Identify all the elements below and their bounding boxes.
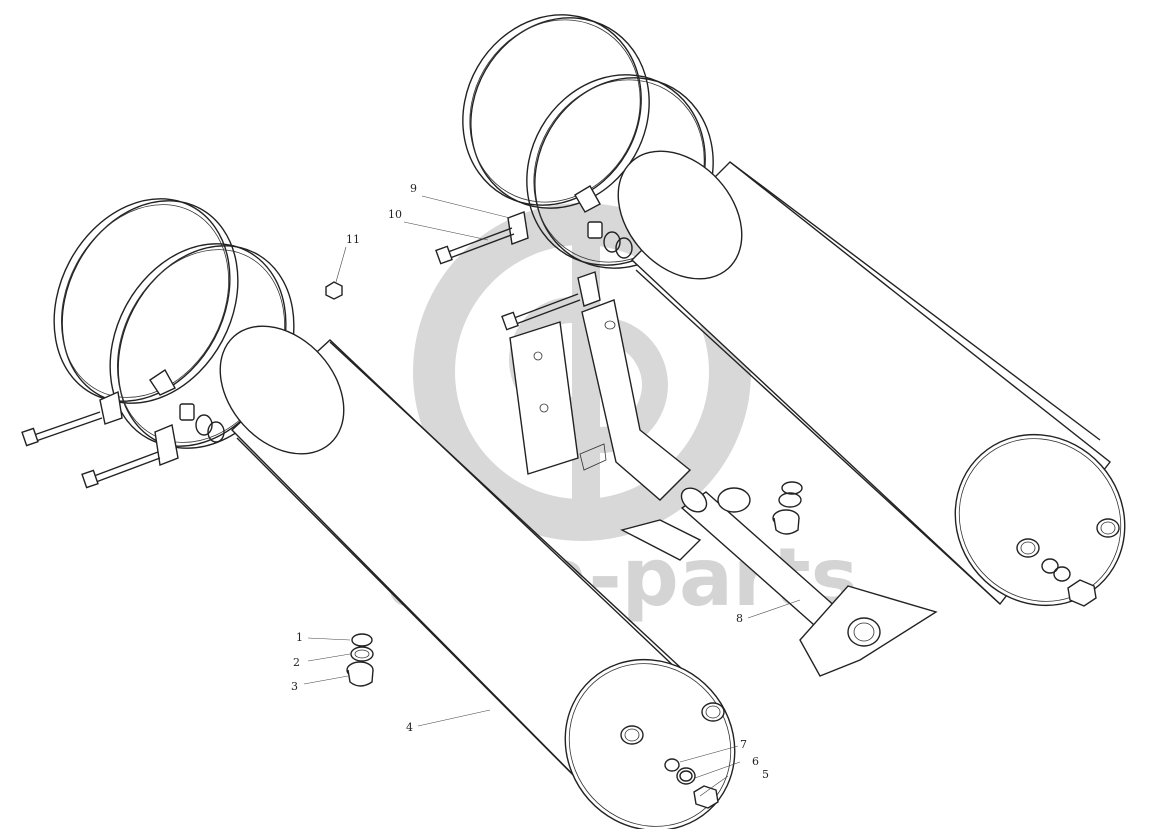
left-clamp-bracket xyxy=(99,368,179,466)
right-tank-port-upper xyxy=(1096,518,1120,538)
left-air-tank xyxy=(219,325,736,829)
left-clamp-band-outer xyxy=(53,198,239,404)
left-bolt-lower xyxy=(81,451,161,489)
left-tank-port-upper xyxy=(701,702,725,722)
right-clamp-fitting xyxy=(587,221,633,259)
right-bolt-upper xyxy=(435,227,515,265)
callout-8: 8 xyxy=(736,612,743,625)
callout-4: 4 xyxy=(406,721,413,734)
right-tank-port-lower xyxy=(1016,538,1040,558)
right-tank-washers xyxy=(1041,558,1071,582)
left-tank-drain-plug xyxy=(693,785,719,809)
connecting-tube-8 xyxy=(680,487,938,677)
callout-7: 7 xyxy=(740,738,747,751)
left-drain-valve-assembly xyxy=(346,633,374,687)
callout-1: 1 xyxy=(296,631,303,644)
callout-10: 10 xyxy=(388,208,402,221)
right-air-tank xyxy=(617,150,1126,607)
callout-6: 6 xyxy=(752,755,759,768)
mounting-bracket xyxy=(509,299,702,561)
leader-lines xyxy=(303,195,801,797)
nut-11 xyxy=(325,281,343,300)
right-bolt-lower xyxy=(501,293,581,331)
right-drain-valve-assembly xyxy=(772,481,803,535)
callout-3: 3 xyxy=(291,680,298,693)
callout-11: 11 xyxy=(346,233,360,246)
left-tank-washers xyxy=(664,758,696,785)
right-tank-drain-plug xyxy=(1067,579,1097,607)
callout-2: 2 xyxy=(293,656,300,669)
left-bolt-upper xyxy=(21,411,103,447)
right-clamp-band-outer xyxy=(462,14,650,209)
left-clamp-fitting xyxy=(179,403,225,443)
callout-5: 5 xyxy=(762,768,769,781)
callout-9: 9 xyxy=(410,182,417,195)
left-tank-port-lower xyxy=(620,725,644,745)
